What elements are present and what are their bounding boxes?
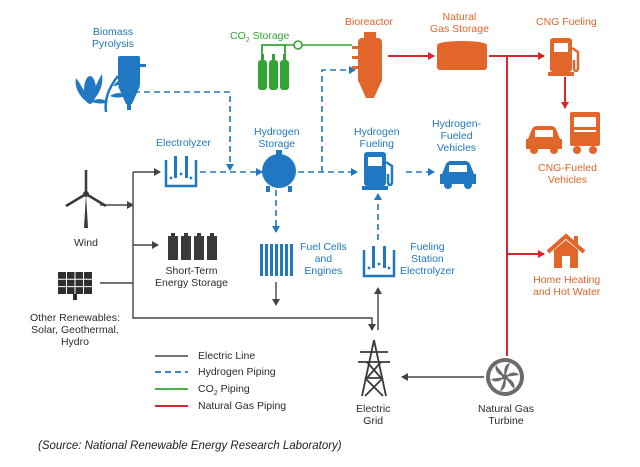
- legend-gas-label: Natural Gas Piping: [198, 400, 287, 412]
- storage-to-bioreactor-h2-line: [321, 66, 356, 172]
- renewables-to-grid-line: [132, 283, 376, 331]
- hydrogen-storage-icon: [262, 150, 296, 192]
- electric-grid-tower-icon: [358, 339, 390, 397]
- battery-icon: [168, 233, 217, 260]
- solar-panel-icon: [58, 272, 92, 300]
- other-renewables-label: Other Renewables:Solar, Geothermal,Hydro: [30, 312, 120, 348]
- electric-lines: [100, 168, 484, 381]
- pyrolysis-reactor-icon: [118, 56, 146, 110]
- co2-storage-label: CO2 Storage: [230, 30, 290, 45]
- cng-car-icon: [526, 126, 562, 154]
- electrolyzer-label: Electrolyzer: [156, 137, 211, 149]
- hydrogen-car-icon: [440, 161, 476, 189]
- gas-lines: [388, 52, 569, 356]
- cng-fueling-label: CNG Fueling: [536, 16, 597, 28]
- cng-pump-icon: [548, 38, 580, 76]
- bioreactor-label: Bioreactor: [345, 16, 393, 28]
- gas-storage-tank-icon: [437, 41, 487, 70]
- cng-truck-icon: [570, 112, 600, 154]
- wind-turbine-icon: [65, 170, 107, 228]
- biomass-plant-icon: [75, 74, 126, 113]
- hydrogen-pump-icon: [362, 152, 394, 190]
- electrolyzer-icon: [164, 156, 198, 188]
- legend-co2-label: CO2 Piping: [198, 383, 250, 398]
- legend-hydrogen-label: Hydrogen Piping: [198, 366, 276, 378]
- bioreactor-icon: [352, 32, 382, 98]
- fuel-cells-icon: [260, 244, 293, 276]
- co2-tanks-icon: [258, 44, 289, 90]
- renewables-to-trunk-line: [100, 245, 134, 284]
- legend-swatches: [155, 355, 188, 407]
- fueling-station-electrolyzer-icon: [362, 246, 396, 278]
- home-icon: [546, 233, 586, 268]
- hydrogen-lines: [134, 66, 435, 240]
- legend-electric-label: Electric Line: [198, 350, 256, 362]
- biomass-to-electrolyzer-h2-line: [134, 91, 234, 171]
- co2-lines: [284, 40, 352, 50]
- source-caption: (Source: National Renewable Energy Resea…: [38, 440, 342, 452]
- gas-turbine-icon: [486, 358, 524, 396]
- wind-label: Wind: [74, 237, 98, 249]
